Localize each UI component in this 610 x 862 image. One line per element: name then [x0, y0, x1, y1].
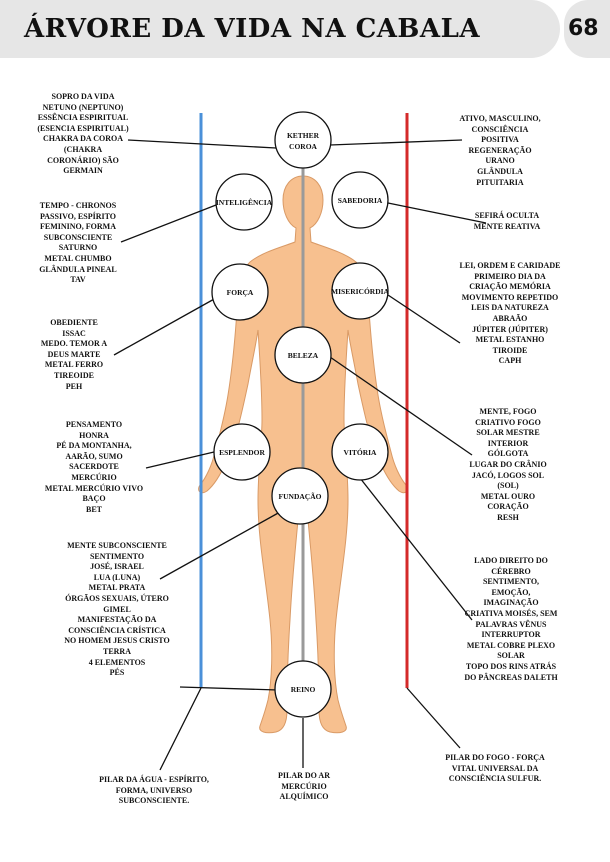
leader-lines	[113, 139, 487, 771]
leader-pillar-fire	[406, 687, 461, 749]
page-number: 68	[568, 16, 599, 41]
annotation-hod: PENSAMENTO HONRA PÉ DA MONTANHA, AARÃO, …	[44, 420, 144, 514]
leader-pillar-water	[159, 687, 202, 771]
tiphareth-label: BELEZA	[288, 351, 319, 360]
page-title: ÁRVORE DA VIDA NA CABALA	[24, 14, 481, 44]
leader-yesod	[159, 511, 281, 580]
leader-chesed	[387, 294, 461, 344]
leader-geburah	[113, 297, 217, 356]
chokmah-label: SABEDORIA	[338, 196, 383, 205]
sephirah-malkuth	[274, 660, 332, 718]
sephirah-kether	[274, 111, 332, 169]
annotation-pillar-water: PILAR DA ÁGUA - ESPÍRITO, FORMA, UNIVERS…	[99, 775, 209, 806]
leader-netzach	[359, 477, 473, 621]
netzach-label: VITÓRIA	[344, 447, 378, 457]
leader-malkuth	[179, 686, 279, 691]
kether-label-1: KETHER	[287, 131, 320, 140]
sephirah-binah	[215, 173, 273, 231]
leader-tiphareth	[329, 356, 473, 456]
annotation-netzach: LADO DIREITO DO CÉREBRO SENTIMENTO, EMOÇ…	[464, 556, 558, 682]
sephirah-chesed	[331, 262, 389, 320]
annotation-pillar-fire: PILAR DO FOGO - FORÇA VITAL UNIVERSAL DA…	[445, 753, 545, 784]
hod-label: ESPLENDOR	[219, 448, 265, 457]
annotation-pillar-air: PILAR DO AR MERCÚRIO ALQUÍMICO	[277, 771, 330, 802]
annotation-kether-right: ATIVO, MASCULINO, CONSCIÊNCIA POSITIVA R…	[459, 114, 541, 187]
geburah-label: FORÇA	[227, 288, 254, 297]
annotation-geburah: OBEDIENTE ISSAC MEDO. TEMOR A DEUS MARTE…	[40, 318, 108, 391]
binah-label: INTELIGÊNCIA	[216, 197, 273, 207]
sephirah-yesod	[271, 467, 329, 525]
sephirah-hod	[213, 423, 271, 481]
annotation-yesod: MENTE SUBCONSCIENTE SENTIMENTO JOSÉ, ISR…	[64, 541, 170, 678]
leader-binah	[120, 204, 217, 243]
page-number-badge	[564, 0, 610, 58]
sephirah-geburah	[211, 263, 269, 321]
title-bar	[0, 0, 560, 58]
malkuth-label: REINO	[291, 685, 316, 694]
leader-kether-right	[329, 139, 463, 146]
leader-kether-left	[127, 139, 277, 149]
sephirah-chokmah	[331, 171, 389, 229]
sephirah-netzach	[331, 423, 389, 481]
annotation-chesed: LEI, ORDEM E CARIDADE PRIMEIRO DIA DA CR…	[459, 261, 561, 366]
annotation-chokmah: SEFIRÁ OCULTA MENTE REATIVA	[473, 211, 541, 231]
annotation-binah: TEMPO - CHRONOS PASSIVO, ESPÍRITO FEMINI…	[39, 201, 117, 285]
kether-label-2: COROA	[289, 142, 318, 151]
annotation-tiphareth: MENTE, FOGO CRIATIVO FOGO SOLAR MESTRE I…	[469, 407, 547, 522]
sephirah-tiphareth	[274, 326, 332, 384]
leader-hod	[145, 451, 215, 469]
yesod-label: FUNDAÇÃO	[279, 492, 322, 501]
chesed-label: MISERICÓRDIA	[331, 286, 390, 296]
leader-chokmah	[387, 202, 487, 224]
annotation-kether-left: SOPRO DA VIDA NETUNO (NEPTUNO) ESSÊNCIA …	[37, 92, 129, 176]
